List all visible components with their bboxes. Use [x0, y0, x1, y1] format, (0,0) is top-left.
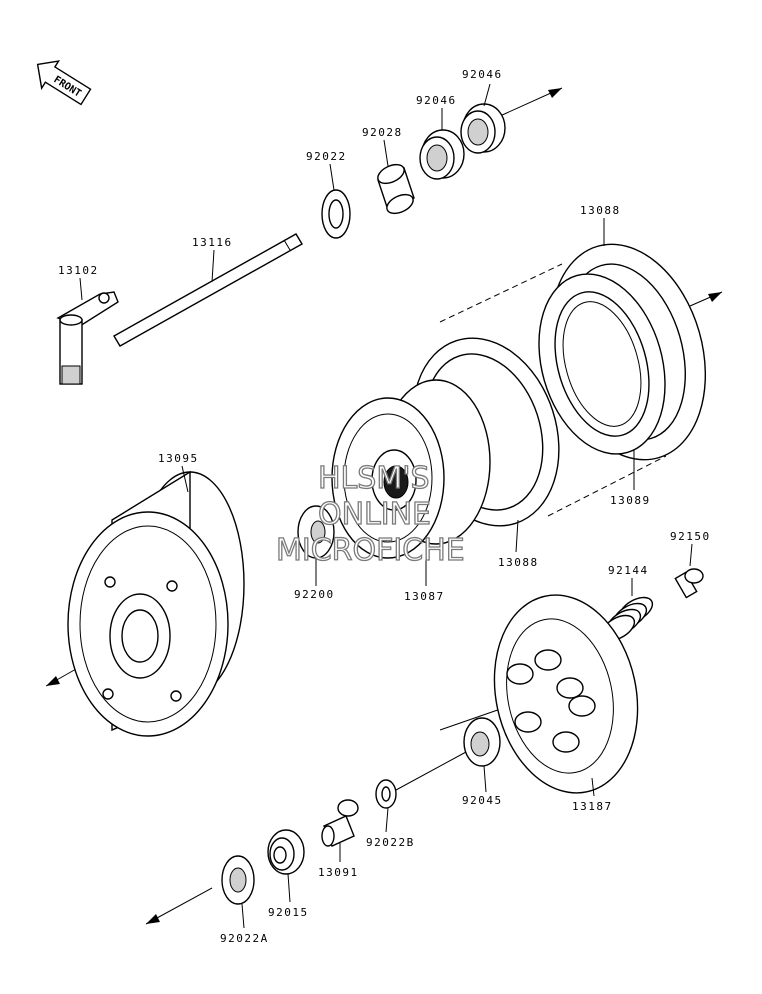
watermark-line2: ONLINE [318, 497, 431, 532]
label-92022b: 92022B [366, 836, 415, 849]
label-92015: 92015 [268, 906, 309, 919]
release-lever-13102 [56, 291, 119, 385]
washer-92022b [375, 779, 397, 809]
label-92046-b: 92046 [462, 68, 503, 81]
label-13087: 13087 [404, 590, 445, 603]
label-92046-a: 92046 [416, 94, 457, 107]
label-13116: 13116 [192, 236, 233, 249]
label-92200: 92200 [294, 588, 335, 601]
clutch-housing-13095 [67, 470, 245, 737]
pressure-plate-13187 [493, 594, 639, 794]
label-92028: 92028 [362, 126, 403, 139]
needle-bearing-92046-a [419, 129, 465, 180]
label-92022a: 92022A [220, 932, 269, 945]
label-92150: 92150 [670, 530, 711, 543]
label-13088-top: 13088 [580, 204, 621, 217]
clutch-hub-13087 [331, 379, 491, 559]
steel-plate-13089 [538, 273, 666, 455]
label-13187: 13187 [572, 800, 613, 813]
label-13095: 13095 [158, 452, 199, 465]
bolt-92150 [674, 568, 704, 599]
nut-92015 [267, 829, 305, 875]
washer-92022 [321, 189, 351, 239]
label-13102: 13102 [58, 264, 99, 277]
washer-92022a [221, 855, 255, 905]
leader-lines [79, 83, 693, 929]
watermark: HLSM'S ONLINE MICROFICHE [275, 460, 465, 568]
ball-bearing-92045 [463, 717, 501, 767]
label-92045: 92045 [462, 794, 503, 807]
needle-bearing-92046-b [460, 103, 506, 154]
label-13089: 13089 [610, 494, 651, 507]
front-arrow-icon: FRONT [36, 60, 92, 106]
label-92022: 92022 [306, 150, 347, 163]
sleeve-92028 [377, 163, 415, 215]
push-rod-13116 [113, 233, 303, 347]
label-92144: 92144 [608, 564, 649, 577]
washer-92200 [297, 505, 335, 559]
label-13091: 13091 [318, 866, 359, 879]
pin-13091 [321, 799, 359, 847]
watermark-line3: MICROFICHE [276, 533, 465, 568]
watermark-line1: HLSM'S [318, 461, 430, 496]
label-13088-mid: 13088 [498, 556, 539, 569]
